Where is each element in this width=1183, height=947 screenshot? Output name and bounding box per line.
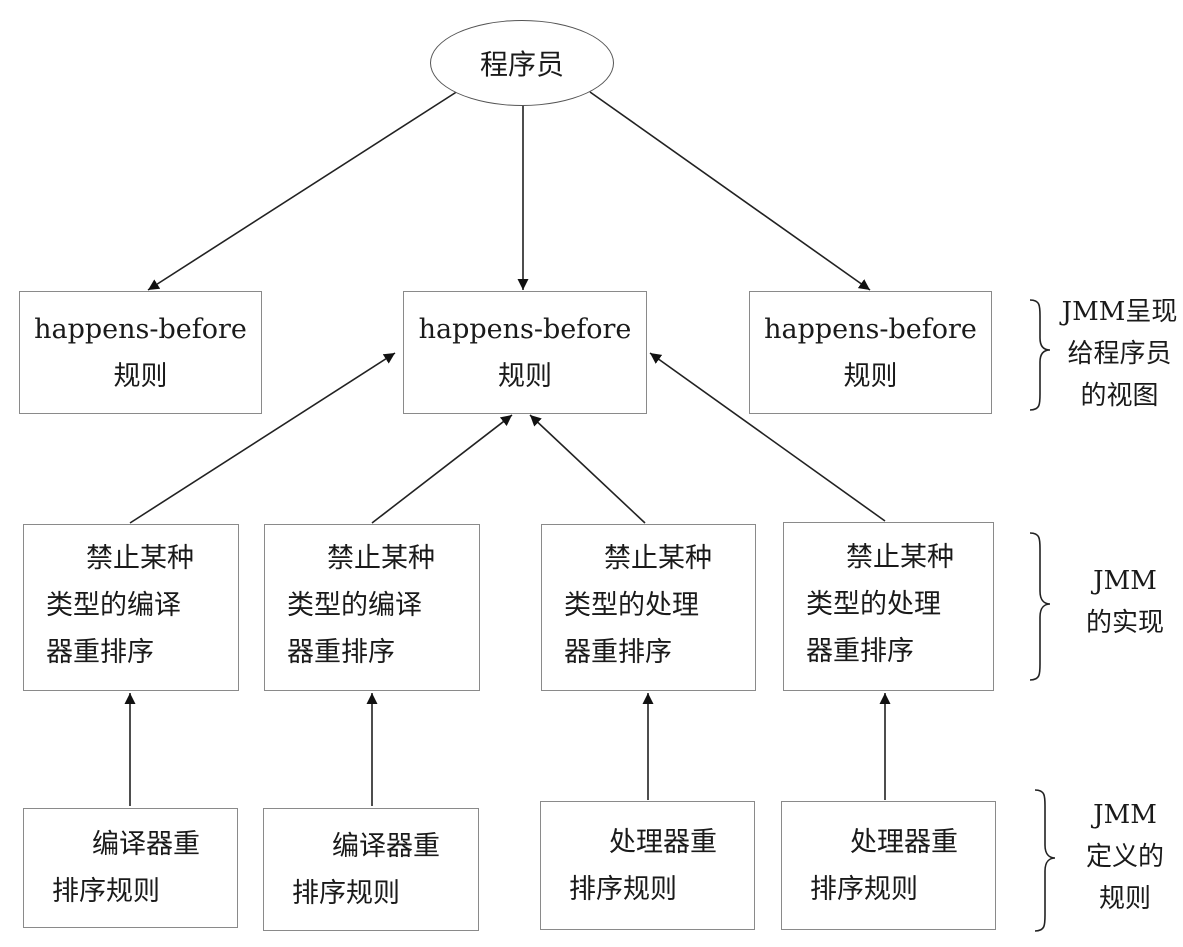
impl-line-3: 器重排序 bbox=[806, 636, 914, 667]
reorder-rule-box: 处理器重 排序规则 bbox=[781, 801, 996, 930]
reorder-prohibition-box: 禁止某种 类型的编译 器重排序 bbox=[264, 524, 480, 691]
rule-line-1: happens-before bbox=[34, 313, 247, 345]
arrow-impl-3-to-rule-2 bbox=[529, 414, 646, 524]
programmer-label: 程序员 bbox=[479, 48, 564, 81]
rules-label-line-3: 规则 bbox=[1098, 884, 1151, 914]
arrow-programmer-to-rule-1 bbox=[147, 90, 459, 291]
def-line-1: 处理器重 bbox=[850, 826, 958, 858]
def-line-2: 排序规则 bbox=[52, 876, 160, 907]
rule-line-2: 规则 bbox=[113, 360, 168, 392]
view-label-line-3: 的视图 bbox=[1080, 381, 1159, 411]
jmm-defined-rules-label: JMM 定义的 规则 bbox=[1070, 794, 1180, 920]
def-line-1: 编译器重 bbox=[332, 830, 440, 862]
impl-line-1: 禁止某种 bbox=[327, 543, 435, 574]
brace-impl bbox=[1029, 532, 1051, 681]
impl-line-1: 禁止某种 bbox=[846, 542, 954, 573]
jmm-implementation-label: JMM 的实现 bbox=[1070, 560, 1180, 644]
happens-before-rule-box: happens-before 规则 bbox=[403, 291, 647, 414]
arrow-programmer-to-rule-3 bbox=[589, 91, 871, 291]
view-label-line-1: JMM呈现 bbox=[1061, 297, 1178, 327]
jmm-view-label: JMM呈现 给程序员 的视图 bbox=[1056, 291, 1183, 417]
impl-line-2: 类型的编译 bbox=[46, 590, 181, 621]
impl-label-line-2: 的实现 bbox=[1085, 608, 1164, 638]
happens-before-rule-box: happens-before 规则 bbox=[749, 291, 992, 414]
impl-line-3: 器重排序 bbox=[287, 637, 395, 668]
arrow-impl-4-to-rule-2 bbox=[649, 352, 886, 522]
reorder-rule-box: 编译器重 排序规则 bbox=[23, 808, 238, 928]
impl-line-3: 器重排序 bbox=[564, 637, 672, 668]
impl-label-line-1: JMM bbox=[1093, 566, 1157, 596]
reorder-rule-box: 处理器重 排序规则 bbox=[540, 801, 755, 930]
arrow-impl-2-to-rule-2 bbox=[371, 414, 513, 524]
rules-label-line-2: 定义的 bbox=[1085, 842, 1164, 872]
reorder-rule-box: 编译器重 排序规则 bbox=[263, 808, 479, 931]
brace-rules bbox=[1034, 789, 1056, 932]
impl-line-2: 类型的处理 bbox=[806, 589, 941, 620]
def-line-2: 排序规则 bbox=[292, 877, 400, 909]
reorder-prohibition-box: 禁止某种 类型的处理 器重排序 bbox=[783, 522, 994, 691]
brace-view bbox=[1029, 299, 1051, 411]
def-line-2: 排序规则 bbox=[810, 873, 918, 905]
reorder-prohibition-box: 禁止某种 类型的编译 器重排序 bbox=[23, 524, 239, 691]
impl-line-1: 禁止某种 bbox=[604, 543, 712, 574]
def-line-1: 编译器重 bbox=[92, 829, 200, 860]
reorder-prohibition-box: 禁止某种 类型的处理 器重排序 bbox=[541, 524, 756, 691]
programmer-node: 程序员 bbox=[430, 20, 614, 106]
impl-line-3: 器重排序 bbox=[46, 637, 154, 668]
view-label-line-2: 给程序员 bbox=[1067, 339, 1172, 369]
rule-line-2: 规则 bbox=[498, 360, 552, 392]
impl-line-2: 类型的处理 bbox=[564, 590, 699, 621]
impl-line-2: 类型的编译 bbox=[287, 590, 422, 621]
def-line-1: 处理器重 bbox=[609, 826, 717, 858]
happens-before-rule-box: happens-before 规则 bbox=[19, 291, 262, 414]
rule-line-2: 规则 bbox=[843, 360, 898, 392]
rule-line-1: happens-before bbox=[418, 313, 632, 345]
rule-line-1: happens-before bbox=[764, 313, 977, 345]
impl-line-1: 禁止某种 bbox=[86, 543, 194, 574]
rules-label-line-1: JMM bbox=[1093, 800, 1157, 830]
arrow-impl-1-to-rule-2 bbox=[129, 352, 396, 524]
def-line-2: 排序规则 bbox=[569, 873, 677, 905]
